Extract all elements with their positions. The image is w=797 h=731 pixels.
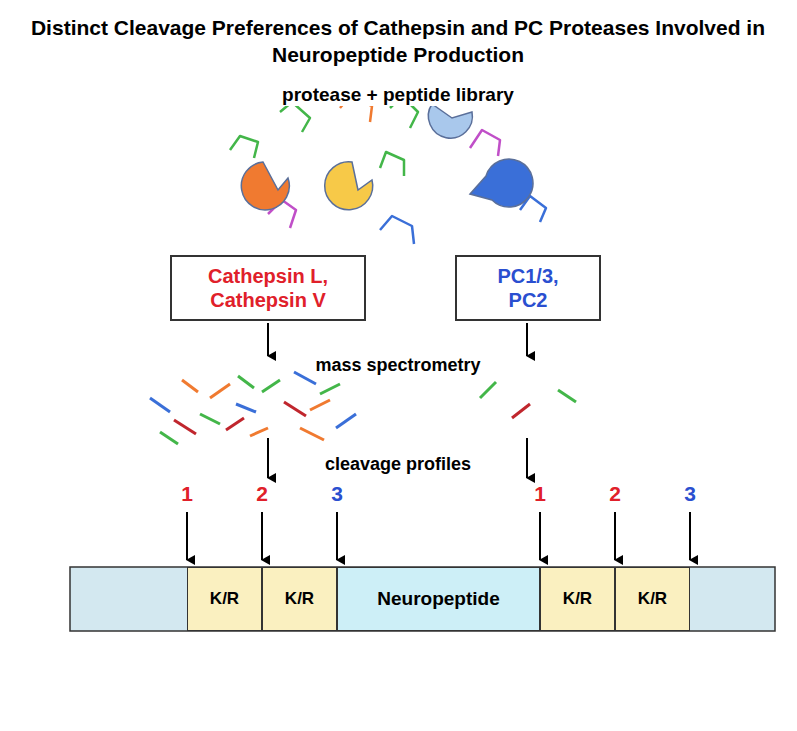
callout-number: 1 [534,482,546,506]
precursor-bar [70,567,775,631]
cleavage-site: K/R [262,567,337,631]
flow-arrows [268,323,527,478]
peptide-squiggles [230,96,546,244]
node-text: K/R [210,589,239,609]
node-text: Neuropeptide [377,588,499,611]
step-label: protease + peptide library [278,84,518,106]
callout-number: 3 [684,482,696,506]
diagram-title: Distinct Cleavage Preferences of Catheps… [28,14,768,68]
node-text: K/R [563,589,592,609]
protease-pacmen [241,104,533,210]
protease-box: PC1/3, PC2 [455,255,601,321]
node-text: K/R [638,589,667,609]
step-label: mass spectrometry [311,355,484,376]
node-text: Cathepsin L, Cathepsin V [193,264,343,312]
neuropeptide-segment: Neuropeptide [337,567,540,631]
protease-box: Cathepsin L, Cathepsin V [170,255,366,321]
callout-number: 3 [331,482,343,506]
callout-number: 2 [609,482,621,506]
step-label: cleavage profiles [321,454,475,475]
callout-number: 2 [256,482,268,506]
node-text: K/R [285,589,314,609]
cleavage-site: K/R [187,567,262,631]
cleavage-site: K/R [615,567,690,631]
node-text: PC1/3, PC2 [488,264,568,312]
callout-number: 1 [181,482,193,506]
cleavage-site: K/R [540,567,615,631]
cleavage-arrows [187,512,690,560]
peptide-fragments [150,372,576,444]
